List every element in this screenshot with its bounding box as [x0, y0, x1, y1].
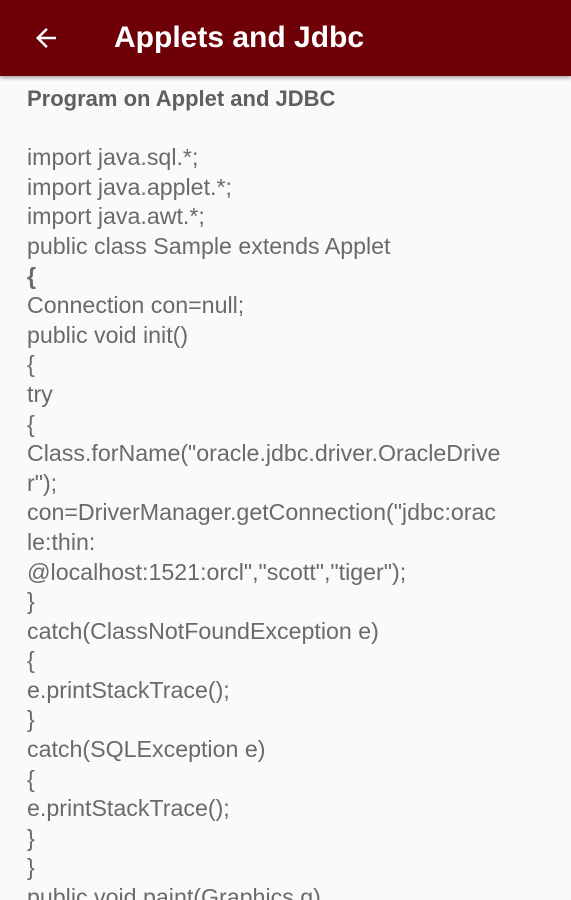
arrow-left-icon	[36, 28, 56, 48]
code-line: try	[27, 380, 53, 407]
code-line: }	[27, 588, 35, 615]
code-line: r");	[27, 469, 58, 496]
code-line: catch(SQLException e)	[27, 736, 266, 763]
code-block: import java.sql.*;import java.applet.*; i…	[27, 143, 544, 900]
code-line: Class.forName("oracle.jdbc.driver.Oracle…	[27, 440, 501, 467]
code-line: public void init()	[27, 321, 189, 348]
code-line: e.printStackTrace();	[27, 795, 230, 822]
code-line: {	[27, 262, 37, 289]
program-heading: Program on Applet and JDBC	[27, 86, 336, 111]
code-line: con=DriverManager.getConnection("jdbc:or…	[27, 499, 497, 526]
code-line: import java.awt.*;	[27, 203, 205, 230]
code-line: catch(ClassNotFoundException e)	[27, 617, 379, 644]
back-button[interactable]	[16, 8, 76, 68]
code-line: }	[27, 706, 35, 733]
code-line: import java.applet.*;	[27, 173, 232, 200]
code-line: import java.sql.*;	[27, 144, 199, 171]
app-bar: Applets and Jdbc	[0, 0, 571, 76]
code-line: public class Sample extends Applet	[27, 232, 391, 259]
code-line: @localhost:1521:orcl","scott","tiger");	[27, 558, 407, 585]
code-line: {	[27, 765, 35, 792]
code-line: {	[27, 647, 35, 674]
program-content: Program on Applet and JDBC import java.s…	[0, 76, 571, 900]
code-line: public void paint(Graphics g)	[27, 884, 321, 900]
code-line: le:thin:	[27, 528, 96, 555]
page-title: Applets and Jdbc	[114, 21, 365, 54]
code-line: }	[27, 824, 35, 851]
spacer	[27, 114, 544, 144]
code-line: Connection con=null;	[27, 292, 245, 319]
code-line: }	[27, 854, 35, 881]
code-line: e.printStackTrace();	[27, 676, 230, 703]
code-line: {	[27, 410, 35, 437]
code-line: {	[27, 351, 35, 378]
